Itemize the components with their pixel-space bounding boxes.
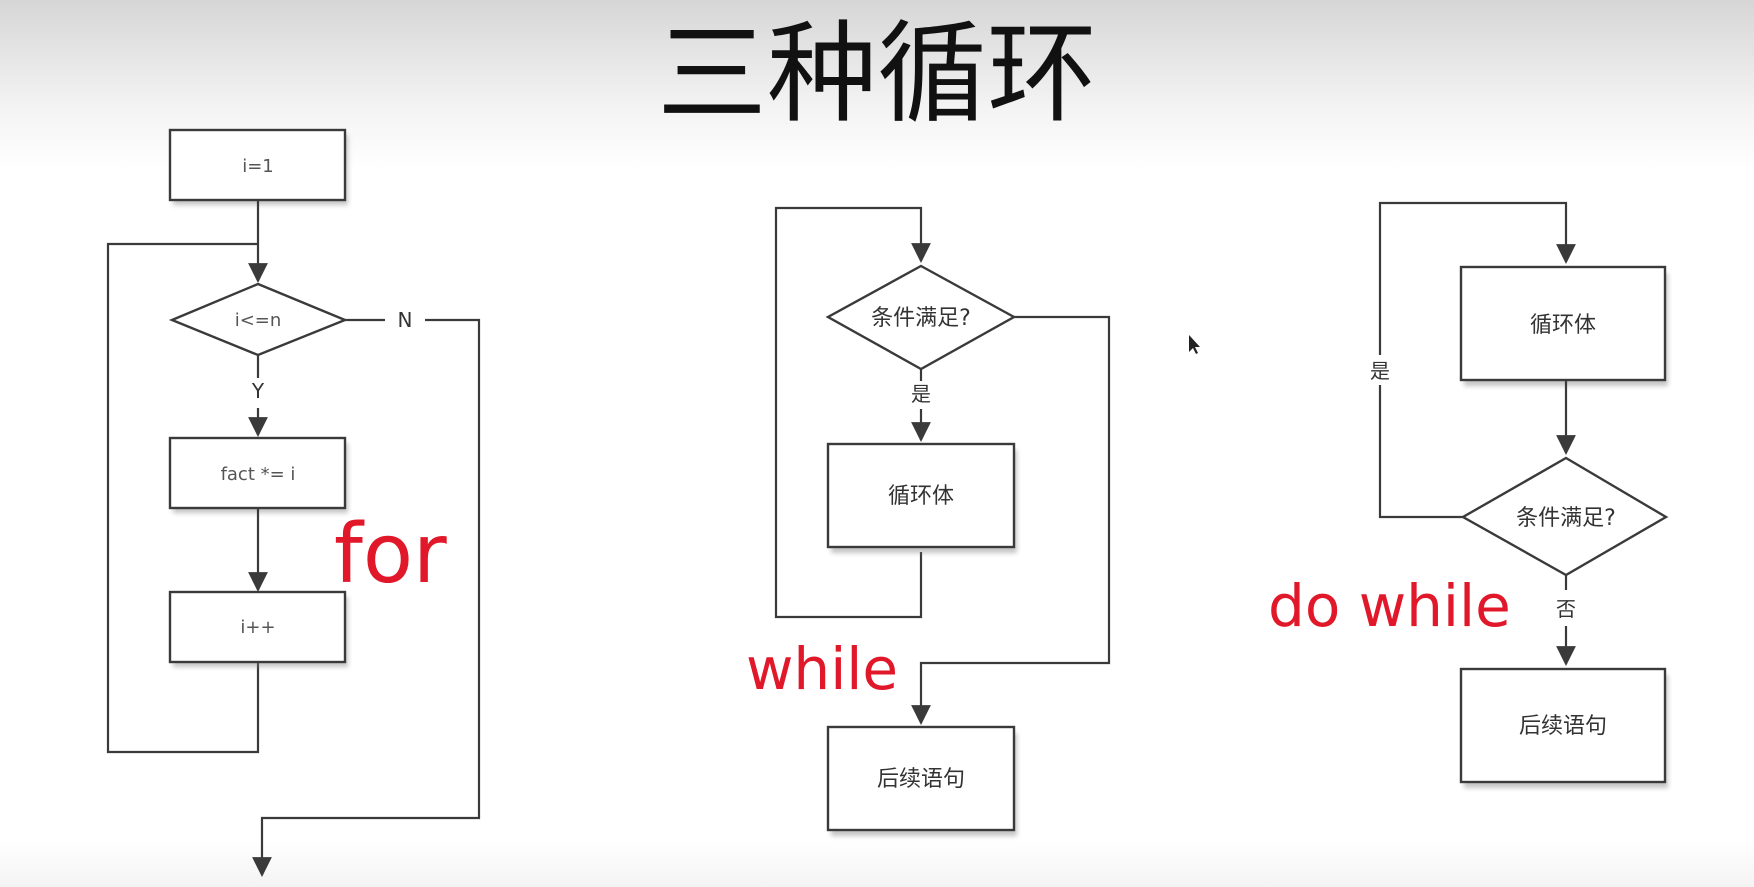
while-condition-label: 条件满足? <box>871 306 971 331</box>
while-loop-back-arrow <box>774 206 931 619</box>
while-body-label: 循环体 <box>888 484 954 509</box>
do-while-loop-diagram: 是 循环体 条件满足? 否 后续语句 do while <box>1268 201 1669 788</box>
while-next-box <box>826 725 1016 832</box>
do-while-no-label: 否 <box>1556 597 1576 621</box>
for-body-label: fact *= i <box>221 464 296 485</box>
while-yes-label: 是 <box>911 382 931 406</box>
while-loop-diagram: 条件满足? 是 循环体 后续语句 while <box>746 206 1111 836</box>
while-next-label: 后续语句 <box>877 767 965 792</box>
for-step-label: i++ <box>240 617 275 638</box>
for-step-box <box>168 590 347 664</box>
page-title: 三种循环 <box>657 10 1097 138</box>
for-loop-back-line <box>106 242 260 754</box>
for-loop-diagram: i=1 i<=n N Y fact *= i i++ for <box>106 128 481 877</box>
for-yes-label: Y <box>251 379 265 403</box>
do-while-condition-label: 条件满足? <box>1516 506 1616 531</box>
for-init-box <box>168 128 347 202</box>
do-while-body-label: 循环体 <box>1530 313 1596 338</box>
for-loop-title: for <box>334 507 447 602</box>
do-while-body-box <box>1459 265 1667 382</box>
do-while-next-label: 后续语句 <box>1519 714 1607 739</box>
for-condition-label: i<=n <box>235 310 282 331</box>
for-body-box <box>168 436 347 510</box>
for-init-label: i=1 <box>242 156 274 177</box>
do-while-next-box <box>1459 667 1667 784</box>
mouse-cursor-icon <box>1189 335 1200 354</box>
while-exit-arrow <box>911 315 1111 725</box>
for-no-label: N <box>398 308 413 332</box>
do-while-yes-label: 是 <box>1370 359 1390 383</box>
for-exit-arrow <box>252 318 481 877</box>
while-loop-title: while <box>746 635 898 703</box>
while-body-box <box>826 442 1016 549</box>
do-while-loop-title: do while <box>1268 572 1511 640</box>
do-while-loop-back-arrow <box>1378 201 1576 519</box>
